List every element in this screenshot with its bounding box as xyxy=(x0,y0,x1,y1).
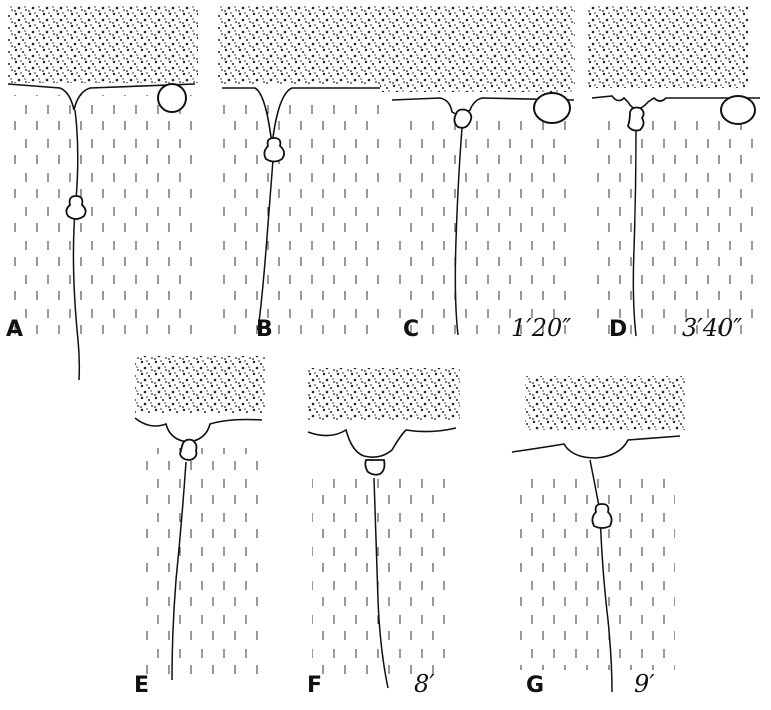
jelly-layer xyxy=(220,98,380,338)
egg-cytoplasm xyxy=(218,6,383,84)
jelly-layer xyxy=(390,120,575,340)
panel-e: E xyxy=(134,356,265,698)
panel-c: C 1′20″ xyxy=(380,6,575,342)
panel-letter: E xyxy=(134,673,149,698)
egg-surface-line xyxy=(512,436,680,458)
egg-cytoplasm xyxy=(308,368,460,420)
sperm-head xyxy=(365,460,384,475)
panel-letter: F xyxy=(307,673,322,698)
sperm-head xyxy=(264,138,284,162)
panel-f: F 8′ xyxy=(307,368,460,698)
elapsed-time: 9′ xyxy=(634,670,655,698)
polar-body xyxy=(534,93,570,123)
elapsed-time: 3′40″ xyxy=(682,314,742,342)
egg-cytoplasm xyxy=(8,6,198,83)
panel-a: A xyxy=(6,6,200,380)
sperm-head xyxy=(180,440,197,460)
polar-body xyxy=(158,84,186,112)
egg-cytoplasm xyxy=(588,6,748,88)
panel-letter: D xyxy=(609,317,627,342)
polar-body xyxy=(721,96,755,124)
panel-b: B xyxy=(218,6,383,342)
panel-letter: B xyxy=(256,317,273,342)
panel-letter: G xyxy=(526,673,544,698)
sperm-head xyxy=(628,108,644,131)
jelly-layer xyxy=(10,95,200,335)
sperm-head xyxy=(66,196,85,219)
egg-surface-line xyxy=(308,428,456,457)
sperm-head xyxy=(592,504,611,528)
panel-d: D 3′40″ xyxy=(588,6,760,342)
elapsed-time: 8′ xyxy=(414,670,435,698)
egg-surface-line xyxy=(135,418,262,442)
egg-cytoplasm xyxy=(525,376,685,430)
egg-cytoplasm xyxy=(380,6,575,92)
elapsed-time: 1′20″ xyxy=(511,314,571,342)
panel-g: G 9′ xyxy=(512,376,685,698)
jelly-layer xyxy=(140,448,260,678)
egg-cytoplasm xyxy=(135,356,265,414)
panel-letter: C xyxy=(403,317,419,342)
sperm-head xyxy=(454,110,471,128)
panel-letter: A xyxy=(6,317,23,342)
jelly-layer xyxy=(590,118,760,338)
